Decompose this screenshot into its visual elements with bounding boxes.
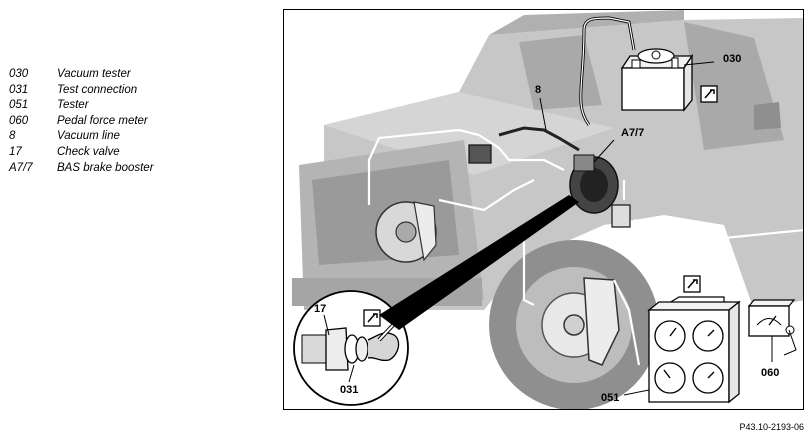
legend-desc: Tester xyxy=(57,99,89,112)
legend-desc: Vacuum tester xyxy=(57,68,131,80)
legend-code: 17 xyxy=(9,145,22,158)
callout-031: 031 xyxy=(340,384,358,396)
legend-code: 051 xyxy=(9,99,29,112)
legend-row: 051 Tester xyxy=(9,98,154,114)
vacuum-hose xyxy=(498,126,580,152)
pedal-sensor xyxy=(611,204,631,228)
zoom-wedge xyxy=(379,195,579,330)
brake-lines xyxy=(367,128,803,366)
brake-booster xyxy=(569,154,619,214)
legend-desc: Pedal force meter xyxy=(57,114,148,127)
callout-8: 8 xyxy=(535,84,541,96)
legend-row: A7/7 BAS brake booster xyxy=(9,161,154,177)
legend-desc: BAS brake booster xyxy=(57,161,154,174)
callout-a77: A7/7 xyxy=(621,127,644,139)
legend: 030 Vacuum tester 031 Test connection 05… xyxy=(9,67,154,176)
tester-case xyxy=(647,296,741,404)
legend-row: 060 Pedal force meter xyxy=(9,114,154,130)
leader-lines xyxy=(323,61,773,396)
legend-desc: Vacuum line xyxy=(57,130,120,143)
legend-desc: Check valve xyxy=(57,145,120,158)
legend-code: 060 xyxy=(9,114,29,127)
tool-icon xyxy=(363,309,381,327)
legend-desc: Test connection xyxy=(57,83,138,96)
front-wheel xyxy=(489,240,659,409)
callout-030: 030 xyxy=(723,53,741,65)
legend-code: A7/7 xyxy=(9,161,33,174)
legend-row: 8 Vacuum line xyxy=(9,129,154,145)
legend-row: 17 Check valve xyxy=(9,145,154,161)
abs-unit xyxy=(468,144,492,164)
figure-reference: P43.10-2193-06 xyxy=(739,422,804,432)
diagram-figure: 030 8 A7/7 17 031 051 060 xyxy=(283,9,804,410)
vacuum-tester xyxy=(620,48,694,112)
tool-icon xyxy=(683,275,701,293)
legend-code: 031 xyxy=(9,83,29,96)
legend-code: 8 xyxy=(9,130,16,143)
tool-icon xyxy=(700,85,718,103)
rear-brake-disc xyxy=(375,201,437,263)
callout-051: 051 xyxy=(601,392,619,404)
callout-060: 060 xyxy=(761,367,779,379)
callout-17: 17 xyxy=(314,303,326,315)
vehicle-diagram: 030 8 A7/7 17 031 051 060 xyxy=(292,10,803,409)
pedal-force-meter xyxy=(747,299,796,337)
legend-code: 030 xyxy=(9,68,29,80)
legend-row: 030 Vacuum tester xyxy=(9,67,154,83)
legend-row: 031 Test connection xyxy=(9,83,154,99)
